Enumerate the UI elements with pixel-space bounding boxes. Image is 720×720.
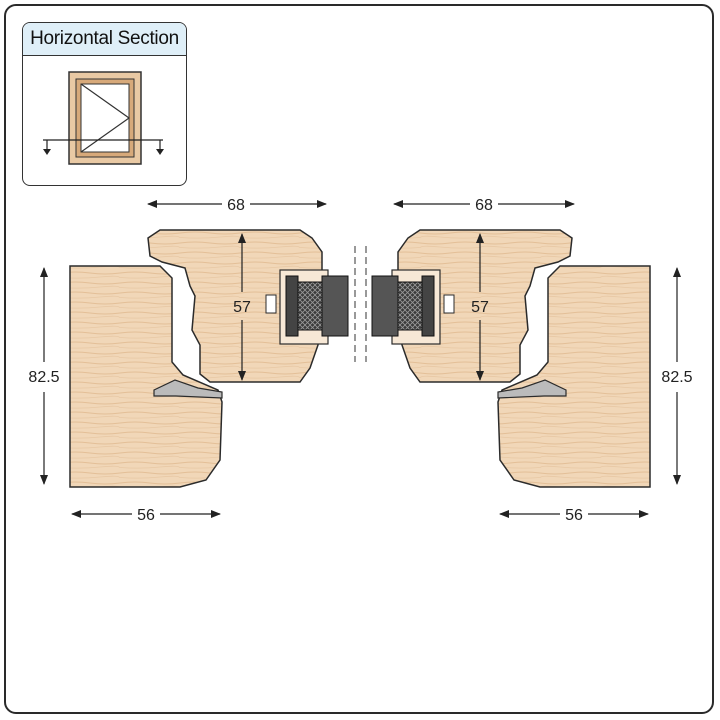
dim-label-right-57: 57 — [471, 299, 489, 316]
right-weather-seal — [497, 379, 567, 399]
key-section-arrow-left — [43, 149, 51, 155]
right-gasket-outer — [421, 275, 435, 337]
right-spacer-bar — [397, 281, 423, 331]
inset-title: Horizontal Section — [23, 23, 186, 56]
key-opening-arrow — [80, 83, 131, 153]
left-section — [69, 229, 349, 488]
left-weather-seal — [153, 379, 223, 399]
dim-label-left-57: 57 — [233, 299, 251, 316]
right-section — [371, 229, 651, 488]
dim-label-left-56: 56 — [137, 507, 155, 524]
left-gasket-outer — [285, 275, 299, 337]
left-drain-slot — [265, 294, 277, 314]
dim-label-right-56: 56 — [565, 507, 583, 524]
key-glass — [80, 83, 130, 153]
left-glass-pane — [321, 275, 349, 337]
dim-label-right-825: 82.5 — [661, 369, 692, 386]
right-drain-slot — [443, 294, 455, 314]
window-key-icon — [43, 71, 164, 165]
key-section-arrow-right — [156, 149, 164, 155]
dim-label-left-68: 68 — [227, 197, 245, 214]
dim-label-right-68: 68 — [475, 197, 493, 214]
left-spacer-bar — [297, 281, 323, 331]
key-inset: Horizontal Section — [22, 22, 187, 186]
right-glass-pane — [371, 275, 399, 337]
dim-label-left-825: 82.5 — [28, 369, 59, 386]
